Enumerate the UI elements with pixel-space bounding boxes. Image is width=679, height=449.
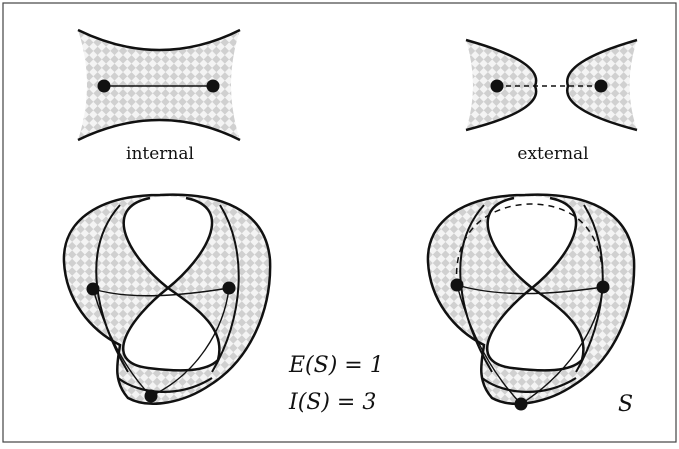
left-edge-cross	[92, 287, 230, 297]
external-vertex-right	[594, 79, 608, 93]
internal-panel: internal	[77, 28, 241, 164]
right-figure-eight-curve	[486, 196, 585, 372]
external-right-lobe-outline	[566, 38, 638, 132]
internal-vertex-left	[97, 79, 111, 93]
right-dashed-arc	[455, 203, 604, 288]
external-label: external	[517, 144, 588, 164]
left-surface	[62, 193, 272, 405]
figure-border	[2, 2, 677, 443]
right-edge-left-down	[456, 284, 522, 405]
left-vertex-bottom	[144, 389, 158, 403]
internal-bottom-curve	[77, 118, 241, 142]
right-vertex-left	[450, 278, 464, 292]
left-outer-boundary	[62, 193, 272, 405]
right-outer-boundary	[426, 193, 636, 405]
right-edge-cross	[456, 284, 604, 295]
s-label: S	[618, 392, 633, 417]
left-figure-eight-hole	[123, 196, 220, 371]
internal-top-curve	[77, 28, 241, 52]
right-vertex-bottom	[514, 397, 528, 411]
left-edge-right-down	[150, 287, 230, 397]
internal-vertex-right	[206, 79, 220, 93]
right-edge-right-down	[520, 286, 604, 405]
left-vertex-right	[222, 281, 236, 295]
right-bottom-loop	[481, 377, 577, 393]
right-surface	[426, 193, 636, 411]
right-vertex-right	[596, 280, 610, 294]
e-of-s-formula: E(S) = 1	[288, 353, 384, 378]
external-vertex-left	[490, 79, 504, 93]
external-panel: external	[465, 38, 638, 164]
left-bottom-loop	[117, 377, 213, 393]
left-figure-eight-curve	[122, 196, 221, 372]
left-vertex-left	[86, 282, 100, 296]
internal-label: internal	[126, 144, 194, 164]
right-figure-eight-hole	[487, 196, 584, 371]
left-edge-left-down	[92, 288, 152, 397]
internal-region	[78, 30, 240, 140]
i-of-s-formula: I(S) = 3	[288, 390, 376, 415]
